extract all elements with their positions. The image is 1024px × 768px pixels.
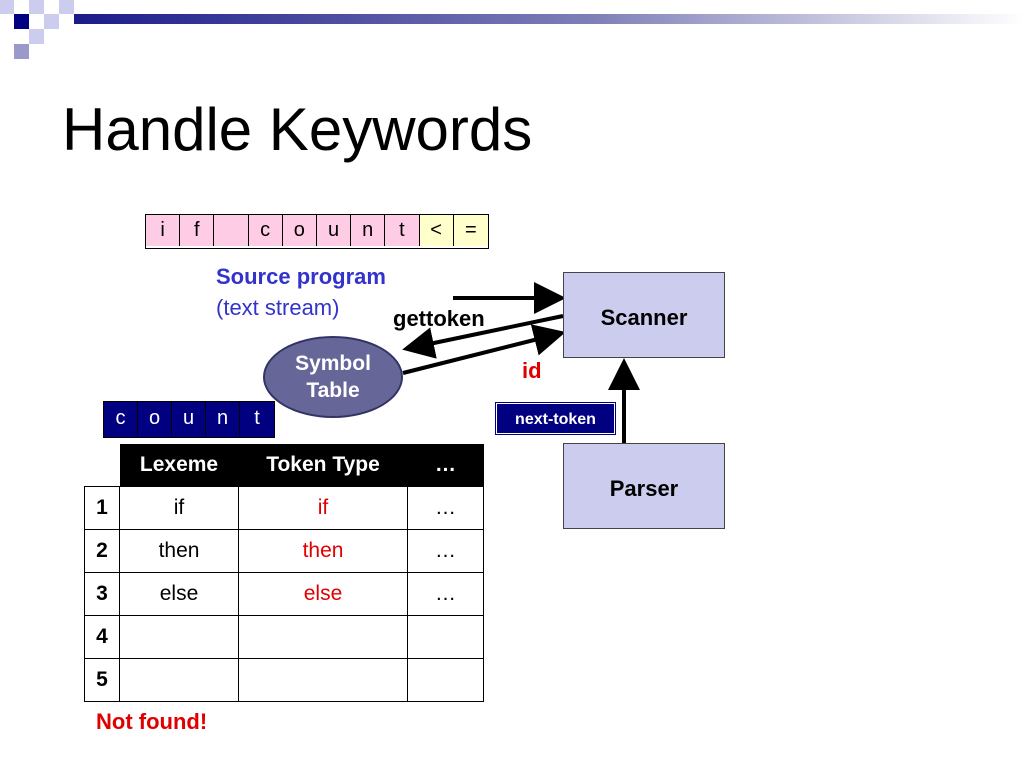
more-cell	[407, 658, 484, 702]
stream-cell: f	[180, 215, 215, 246]
lexeme-cell: o	[138, 402, 172, 435]
lexeme-cell: c	[104, 402, 138, 435]
slide-title: Handle Keywords	[62, 96, 533, 163]
header-decoration	[0, 0, 1024, 59]
lexeme-cell: then	[119, 529, 239, 573]
next-token-badge: next-token	[495, 402, 616, 435]
keyword-table: Lexeme Token Type … 1 if if … 2 then the…	[84, 444, 484, 702]
stream-cell: i	[146, 215, 181, 246]
stream-cell: c	[248, 215, 283, 246]
stream-cell: u	[316, 215, 352, 246]
more-cell: …	[407, 572, 484, 616]
table-row: 3 else else …	[84, 572, 484, 616]
source-stream: i f c o u n t < =	[145, 214, 489, 249]
symbol-table-label-line2: Table	[306, 379, 360, 402]
lexeme-cell: u	[172, 402, 206, 435]
column-header-lexeme: Lexeme	[119, 444, 239, 487]
stream-cell: o	[282, 215, 317, 246]
row-number: 3	[84, 572, 120, 616]
lexeme-cell: t	[254, 407, 260, 429]
stream-cell	[214, 215, 249, 246]
row-number: 4	[84, 615, 120, 659]
token-type-cell	[238, 658, 408, 702]
more-cell: …	[407, 529, 484, 573]
stream-cell-operator: =	[453, 215, 488, 246]
token-type-cell: then	[238, 529, 408, 573]
lexeme-cell: n	[206, 402, 240, 435]
table-row: 4	[84, 615, 484, 659]
stream-cell: t	[385, 215, 420, 246]
lexeme-cell	[119, 615, 239, 659]
not-found-label: Not found!	[96, 709, 208, 734]
token-type-cell: if	[238, 486, 408, 530]
more-cell: …	[407, 486, 484, 530]
table-row: 1 if if …	[84, 486, 484, 530]
row-number: 1	[84, 486, 120, 530]
column-header-more: …	[407, 444, 484, 487]
parser-box: Parser	[563, 443, 725, 529]
table-row: 2 then then …	[84, 529, 484, 573]
column-header-token-type: Token Type	[238, 444, 408, 487]
symbol-table-ellipse: Symbol Table	[263, 336, 403, 418]
row-number: 2	[84, 529, 120, 573]
id-label: id	[522, 358, 542, 383]
lexeme-buffer: c o u n t	[103, 401, 275, 438]
stream-cell-operator: <	[419, 215, 454, 246]
symbol-table-label-line1: Symbol	[295, 352, 371, 375]
table-row: 5	[84, 658, 484, 702]
more-cell	[407, 615, 484, 659]
table-header-row: Lexeme Token Type …	[84, 444, 484, 487]
lexeme-cell: else	[119, 572, 239, 616]
row-number: 5	[84, 658, 120, 702]
gettoken-label: gettoken	[393, 306, 485, 331]
table-corner	[84, 444, 120, 487]
scanner-box: Scanner	[563, 272, 725, 358]
source-program-sublabel: (text stream)	[216, 295, 340, 320]
source-program-label: Source program	[216, 264, 386, 289]
stream-cell: n	[351, 215, 386, 246]
token-type-cell	[238, 615, 408, 659]
lexeme-cell: if	[119, 486, 239, 530]
token-type-cell: else	[238, 572, 408, 616]
lexeme-cell	[119, 658, 239, 702]
